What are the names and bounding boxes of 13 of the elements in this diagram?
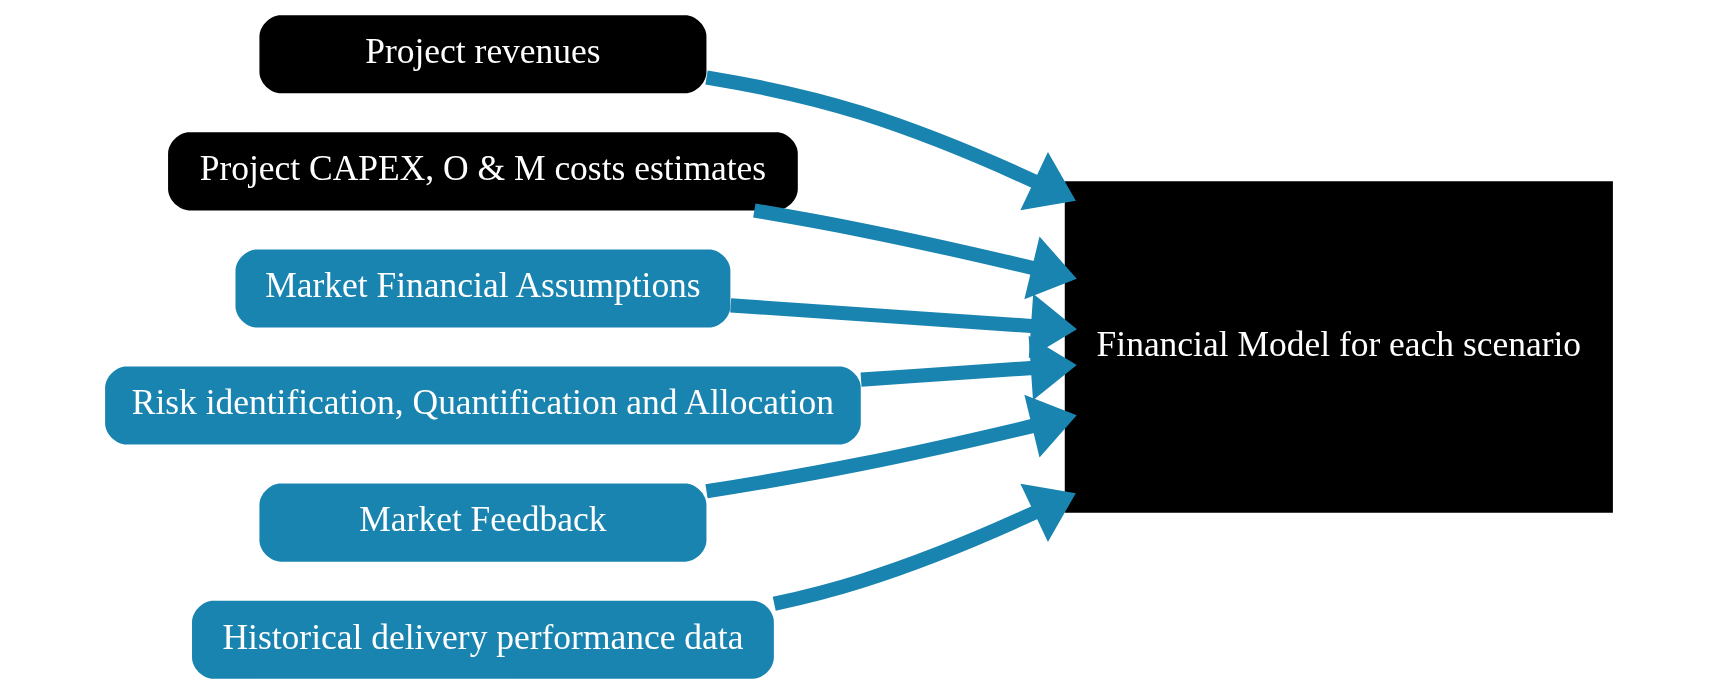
node-box: Risk identification, Quantification and Allocation (104, 366, 861, 445)
arrow (772, 483, 1076, 611)
arrow (729, 293, 1077, 359)
arrow (704, 70, 1076, 211)
node-box: Market Financial Assumptions (235, 249, 730, 328)
arrow (704, 394, 1077, 499)
node-box: Project CAPEX, O & M costs estimates (167, 132, 798, 211)
arrow (860, 335, 1077, 401)
node-box: Financial Model for each scenario (1064, 181, 1613, 513)
node-box: Market Feedback (258, 483, 706, 562)
arrow (752, 203, 1077, 300)
node-box: Historical delivery performance data (191, 600, 774, 679)
node-box: Project revenues (258, 15, 706, 94)
